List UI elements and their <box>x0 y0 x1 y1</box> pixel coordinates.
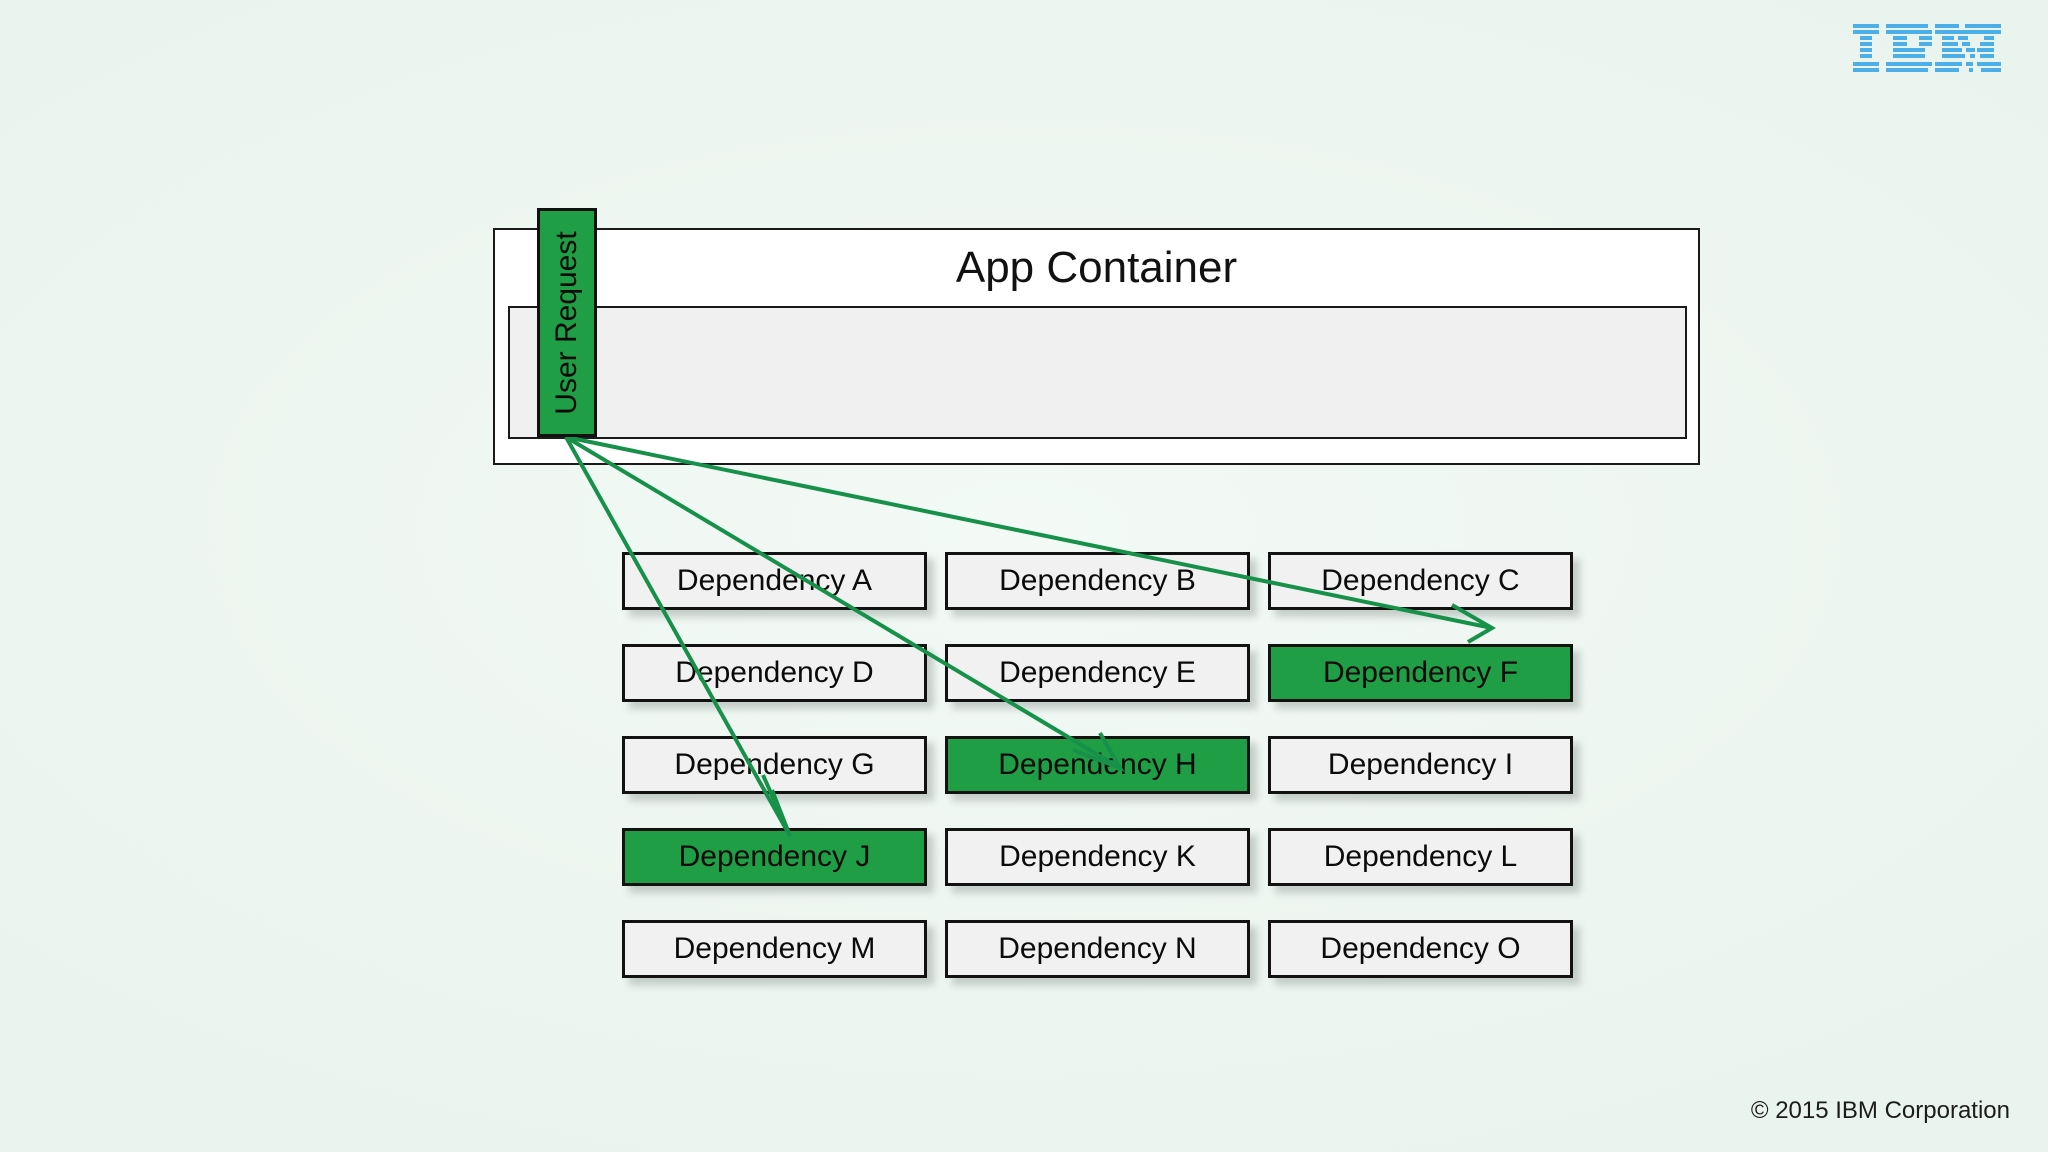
dependency-label: Dependency K <box>999 840 1196 873</box>
dependency-box-c[interactable]: Dependency C <box>1268 552 1573 610</box>
dependency-box-d[interactable]: Dependency D <box>622 644 927 702</box>
dependency-box-h[interactable]: Dependency H <box>945 736 1250 794</box>
dependency-label: Dependency L <box>1323 840 1518 873</box>
dependency-label: Dependency O <box>1320 932 1521 965</box>
dependency-label: Dependency G <box>674 748 875 781</box>
user-request-bar: User Request <box>537 208 597 437</box>
dependency-box-e[interactable]: Dependency E <box>945 644 1250 702</box>
footer-copyright: © 2015 IBM Corporation <box>1750 1097 2010 1124</box>
dependency-box-g[interactable]: Dependency G <box>622 736 927 794</box>
user-request-label: User Request <box>550 230 583 415</box>
ibm-logo <box>1853 24 2001 72</box>
dependency-label: Dependency F <box>1322 656 1519 689</box>
dependency-box-k[interactable]: Dependency K <box>945 828 1250 886</box>
dependency-box-l[interactable]: Dependency L <box>1268 828 1573 886</box>
dependency-label: Dependency E <box>999 656 1196 689</box>
dependency-label: Dependency H <box>998 748 1197 781</box>
dependency-box-j[interactable]: Dependency J <box>622 828 927 886</box>
app-container-title: App Container <box>955 243 1238 292</box>
dependency-box-m[interactable]: Dependency M <box>622 920 927 978</box>
dependency-label: Dependency A <box>676 564 873 597</box>
dependency-label: Dependency N <box>998 932 1197 965</box>
dependency-grid: Dependency A Dependency B Dependency C D… <box>622 552 1607 982</box>
dependency-label: Dependency D <box>675 656 874 689</box>
dependency-box-f[interactable]: Dependency F <box>1268 644 1573 702</box>
dependency-box-n[interactable]: Dependency N <box>945 920 1250 978</box>
dependency-label: Dependency M <box>673 932 876 965</box>
app-container: App Container <box>493 228 1700 465</box>
app-container-body <box>508 306 1687 439</box>
dependency-label: Dependency I <box>1327 748 1514 781</box>
dependency-label: Dependency J <box>678 840 871 873</box>
dependency-label: Dependency C <box>1321 564 1520 597</box>
dependency-box-b[interactable]: Dependency B <box>945 552 1250 610</box>
dependency-label: Dependency B <box>999 564 1196 597</box>
dependency-box-i[interactable]: Dependency I <box>1268 736 1573 794</box>
dependency-box-a[interactable]: Dependency A <box>622 552 927 610</box>
dependency-box-o[interactable]: Dependency O <box>1268 920 1573 978</box>
